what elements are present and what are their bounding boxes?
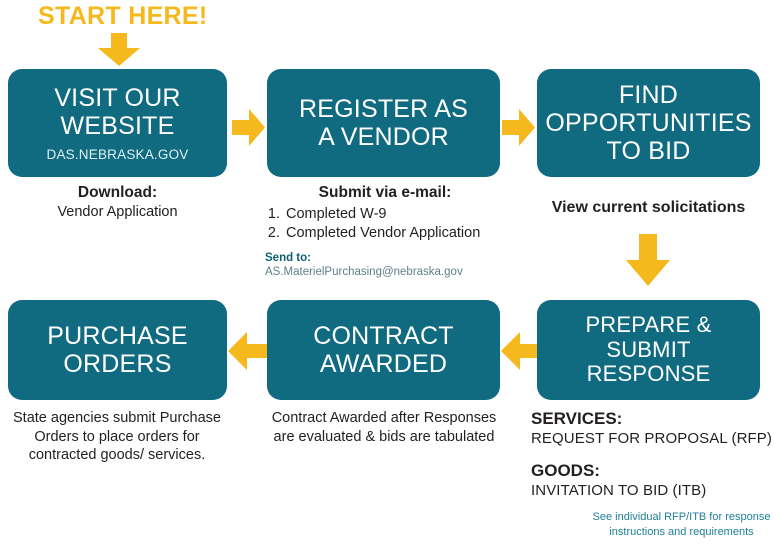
list-item: 1. Completed W-9	[265, 205, 505, 224]
caption-purchase-orders: State agencies submit Purchase Orders to…	[6, 409, 228, 465]
contract-to-purchase-arrow	[228, 332, 267, 370]
goods-body: INVITATION TO BID (ITB)	[531, 481, 707, 499]
services-body: REQUEST FOR PROPOSAL (RFP)	[531, 429, 772, 447]
send-to-label: Send to:	[265, 251, 311, 264]
step-box-purchase-orders[interactable]: PURCHASE ORDERS	[8, 300, 227, 400]
step-title: VISIT OUR WEBSITE	[54, 84, 181, 140]
step-title: CONTRACT AWARDED	[313, 322, 454, 378]
caption-heading: Submit via e-mail:	[318, 184, 452, 201]
step-subtitle-website-url: DAS.NEBRASKA.GOV	[46, 147, 189, 162]
step-title: PURCHASE ORDERS	[47, 322, 188, 378]
step-box-visit-our-website[interactable]: VISIT OUR WEBSITE DAS.NEBRASKA.GOV	[8, 69, 227, 177]
list-item-text: Completed W-9	[286, 205, 387, 222]
step-title: REGISTER AS A VENDOR	[299, 95, 468, 151]
step-box-find-opportunities-to-bid[interactable]: FIND OPPORTUNITIES TO BID	[537, 69, 760, 177]
step-title: FIND OPPORTUNITIES TO BID	[545, 81, 752, 165]
website-to-register-arrow	[232, 109, 265, 146]
goods-heading: GOODS:	[531, 461, 600, 481]
list-item-number: 2.	[267, 224, 280, 241]
list-item: 2. Completed Vendor Application	[265, 224, 505, 243]
send-to-line: Send to: AS.MaterielPurchasing@nebraska.…	[265, 251, 505, 280]
caption-heading: Download:	[77, 184, 158, 201]
find-to-prepare-arrow	[626, 234, 670, 286]
list-item-number: 1.	[267, 205, 280, 222]
list-item-text: Completed Vendor Application	[286, 224, 481, 241]
caption-register-as-a-vendor: Submit via e-mail: 1. Completed W-9 2. C…	[265, 183, 505, 280]
step-box-contract-awarded[interactable]: CONTRACT AWARDED	[267, 300, 500, 400]
caption-body: Contract Awarded after Responses are eva…	[271, 410, 497, 445]
spacer	[531, 448, 774, 461]
submit-requirements-list: 1. Completed W-9 2. Completed Vendor App…	[265, 205, 505, 243]
caption-visit-our-website: Download: Vendor Application	[8, 183, 227, 221]
send-to-email[interactable]: AS.MaterielPurchasing@nebraska.gov	[265, 266, 463, 279]
caption-body: State agencies submit Purchase Orders to…	[13, 410, 221, 464]
caption-prepare-and-submit-response: SERVICES: REQUEST FOR PROPOSAL (RFP) GOO…	[531, 409, 774, 540]
step-box-register-as-a-vendor[interactable]: REGISTER AS A VENDOR	[267, 69, 500, 177]
caption-find-opportunities-to-bid: View current solicitations	[527, 198, 770, 218]
prepare-to-contract-arrow	[501, 332, 540, 370]
step-title: PREPARE & SUBMIT RESPONSE	[585, 312, 712, 387]
rfp-itb-note: See individual RFP/ITB for response inst…	[592, 511, 771, 538]
caption-contract-awarded: Contract Awarded after Responses are eva…	[265, 409, 503, 446]
caption-body: Vendor Application	[57, 203, 178, 220]
start-here-label: START HERE!	[38, 2, 208, 30]
register-to-find-arrow	[502, 109, 535, 146]
caption-heading: View current solicitations	[551, 199, 746, 216]
services-heading: SERVICES:	[531, 409, 623, 428]
step-box-prepare-and-submit-response[interactable]: PREPARE & SUBMIT RESPONSE	[537, 300, 760, 400]
start-down-arrow	[98, 33, 140, 66]
